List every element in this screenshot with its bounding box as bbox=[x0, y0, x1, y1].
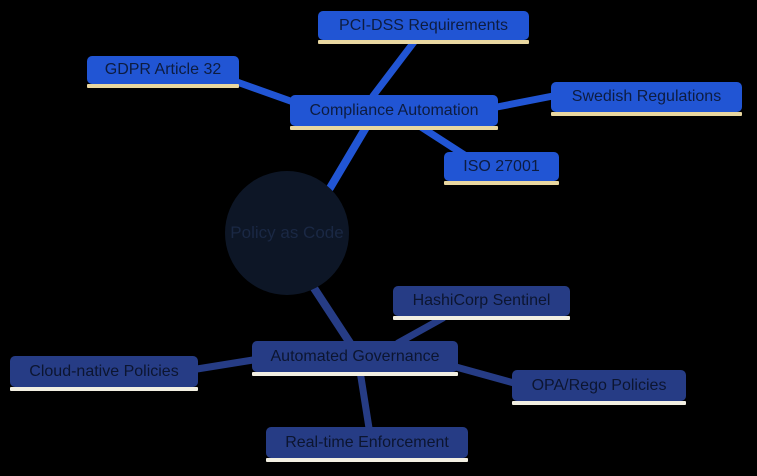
edge-governance-cloudnative bbox=[193, 356, 257, 373]
edge-compliance-swedish bbox=[493, 92, 557, 111]
node-hashicorp: HashiCorp Sentinel bbox=[393, 286, 570, 320]
node-label-realtime: Real-time Enforcement bbox=[285, 433, 449, 451]
node-label-compliance: Compliance Automation bbox=[309, 101, 479, 119]
edge-governance-opa bbox=[452, 363, 518, 387]
node-label-root: Policy as Code bbox=[230, 223, 344, 242]
node-underline-governance bbox=[252, 372, 458, 376]
node-underline-compliance bbox=[290, 126, 498, 130]
node-underline-cloudnative bbox=[10, 387, 198, 391]
node-underline-iso bbox=[444, 181, 559, 185]
node-label-swedish: Swedish Regulations bbox=[571, 88, 722, 105]
node-opa: OPA/Rego Policies bbox=[512, 370, 686, 405]
node-underline-gdpr bbox=[87, 84, 239, 88]
node-label-iso: ISO 27001 bbox=[463, 157, 540, 175]
edge-compliance-pci bbox=[369, 38, 418, 100]
node-label-gdpr: GDPR Article 32 bbox=[104, 61, 222, 78]
node-underline-pci bbox=[318, 40, 529, 44]
node-realtime: Real-time Enforcement bbox=[266, 427, 468, 462]
node-label-hashicorp: HashiCorp Sentinel bbox=[412, 292, 551, 309]
node-swedish: Swedish Regulations bbox=[551, 82, 742, 116]
node-underline-swedish bbox=[551, 112, 742, 116]
edge-root-governance bbox=[308, 281, 354, 347]
node-gdpr: GDPR Article 32 bbox=[87, 56, 239, 88]
node-underline-opa bbox=[512, 401, 686, 405]
edge-governance-hashicorp bbox=[394, 314, 447, 347]
node-governance: Automated Governance bbox=[252, 341, 458, 376]
edge-compliance-gdpr bbox=[233, 78, 300, 107]
node-label-governance: Automated Governance bbox=[270, 347, 440, 365]
edge-root-compliance bbox=[326, 120, 372, 192]
edge-compliance-iso bbox=[414, 121, 470, 160]
node-label-opa: OPA/Rego Policies bbox=[531, 376, 667, 394]
node-label-pci: PCI-DSS Requirements bbox=[339, 16, 508, 34]
node-cloudnative: Cloud-native Policies bbox=[10, 356, 198, 391]
node-root: Policy as Code bbox=[225, 171, 349, 295]
node-underline-hashicorp bbox=[393, 316, 570, 320]
node-compliance: Compliance Automation bbox=[290, 95, 498, 130]
edge-governance-realtime bbox=[356, 367, 373, 432]
node-underline-realtime bbox=[266, 458, 468, 462]
node-label-cloudnative: Cloud-native Policies bbox=[29, 362, 179, 380]
node-pci: PCI-DSS Requirements bbox=[318, 11, 529, 44]
node-iso: ISO 27001 bbox=[444, 152, 559, 185]
